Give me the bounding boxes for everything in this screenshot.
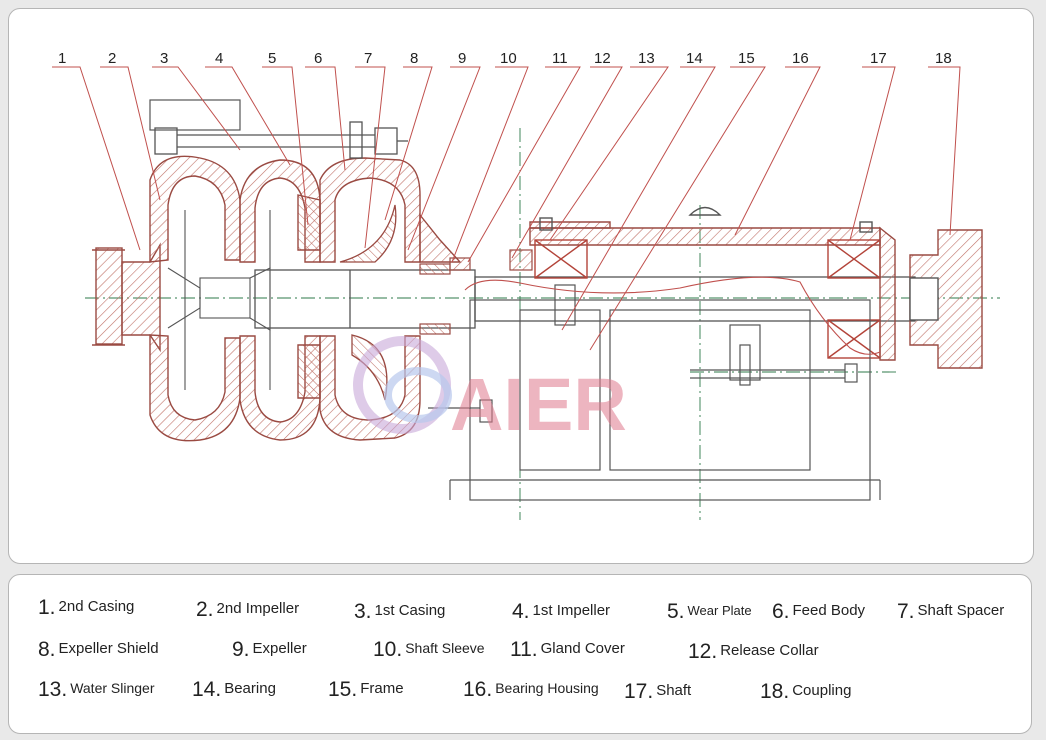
watermark-text: AIER: [450, 363, 627, 446]
callout-2: 2: [108, 50, 116, 67]
callout-16: 16: [792, 50, 809, 67]
shaft: [254, 269, 916, 329]
bearing-housing: [529, 206, 896, 361]
expeller-upper: [339, 204, 397, 263]
callout-6: 6: [314, 50, 322, 67]
callout-17: 17: [870, 50, 887, 67]
callout-5: 5: [268, 50, 276, 67]
inlet-flange: [92, 242, 161, 353]
legend-item-6: 6.Feed Body: [772, 600, 866, 623]
legend-item-10: 10.Shaft Sleeve: [373, 638, 485, 661]
legend-item-7: 7.Shaft Spacer: [897, 600, 1005, 623]
legend-item-13: 13.Water Slinger: [38, 678, 155, 701]
gland: [419, 249, 533, 335]
legend-item-9: 9.Expeller: [232, 638, 307, 661]
legend-item-15: 15.Frame: [328, 678, 404, 701]
callout-18: 18: [935, 50, 952, 67]
callout-12: 12: [594, 50, 611, 67]
hidden-outline: [464, 276, 881, 355]
callout-7: 7: [364, 50, 372, 67]
callout-15: 15: [738, 50, 755, 67]
legend-item-18: 18.Coupling: [760, 680, 852, 703]
legend-item-12: 12.Release Collar: [688, 640, 819, 663]
callout-9: 9: [458, 50, 466, 67]
legend-item-4: 4.1st Impeller: [512, 600, 611, 623]
legend-item-1: 1.2nd Casing: [38, 596, 135, 619]
legend-item-8: 8.Expeller Shield: [38, 638, 159, 661]
legend-item-14: 14.Bearing: [192, 678, 276, 701]
watermark-logo: AIER: [353, 336, 627, 446]
callout-10: 10: [500, 50, 517, 67]
legend-item-5: 5.Wear Plate: [667, 600, 752, 623]
legend-item-2: 2.2nd Impeller: [196, 598, 300, 621]
callout-1: 1: [58, 50, 66, 67]
callout-14: 14: [686, 50, 703, 67]
diagram-panel: [8, 8, 1034, 564]
legend-panel: [8, 574, 1032, 734]
impeller: [167, 210, 271, 390]
callout-3: 3: [160, 50, 168, 67]
leader-lines: [52, 66, 961, 351]
legend-item-11: 11.Gland Cover: [510, 638, 625, 661]
callout-13: 13: [638, 50, 655, 67]
callout-numbers: 1 2 3 4 5 6 7 8 9 10 11 12 13 14 15 16 1…: [58, 50, 952, 67]
legend-item-16: 16.Bearing Housing: [463, 678, 599, 701]
callout-11: 11: [552, 50, 568, 67]
tie-bolt: [154, 121, 408, 159]
legend-item-17: 17.Shaft: [624, 680, 692, 703]
first-casing: [239, 159, 321, 441]
frame: [428, 284, 881, 501]
legend-item-3: 3.1st Casing: [354, 600, 446, 623]
callout-4: 4: [215, 50, 223, 67]
second-casing: [149, 99, 241, 442]
callout-8: 8: [410, 50, 418, 67]
coupling: [909, 229, 983, 369]
